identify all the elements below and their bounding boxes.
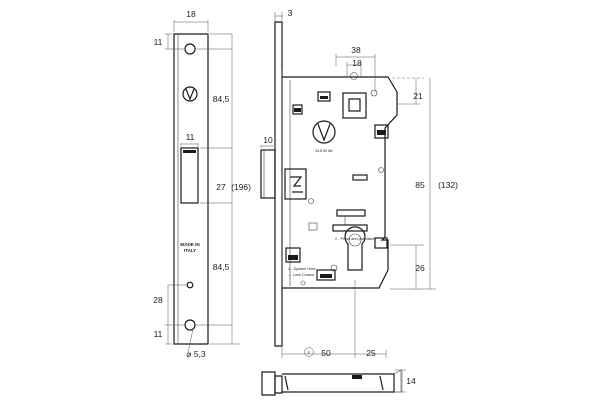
small-hole xyxy=(186,281,194,289)
hole-top-label: 11 xyxy=(154,37,163,47)
latch-opening xyxy=(180,147,199,204)
latch-bolt xyxy=(260,149,276,199)
lock-closed-text: → Lock Closed xyxy=(288,273,314,277)
spacing-label: 38 xyxy=(351,45,361,55)
total-label: (196) xyxy=(231,182,251,192)
small-spacing-label: 18 xyxy=(352,58,362,68)
backset-marker xyxy=(304,347,314,357)
body-logo xyxy=(312,120,336,144)
backset-label: 50 xyxy=(321,348,331,358)
body-dimensions: 3 38 18 21 85 (132) 26 10 E 50 25 xyxy=(260,8,458,358)
latch-projection-label: 10 xyxy=(263,135,273,145)
made-in-line-2: ITALY xyxy=(184,248,197,253)
square-follower xyxy=(342,92,367,119)
bottom-right-label: 26 xyxy=(415,263,425,273)
made-in-line-1: MADE IN xyxy=(180,242,200,247)
right-top-label: 21 xyxy=(413,91,423,101)
lock-body: 515 50 86 2 - Press and push latch 1 - S… xyxy=(260,21,398,347)
bolt-size-label: 14 xyxy=(406,376,416,386)
height-total-label: (132) xyxy=(438,180,458,190)
latch-text: latch xyxy=(367,237,375,241)
lower-hole-label: 28 xyxy=(153,295,163,305)
faceplate-dimensions: 18 11 84,5 27 (196) 84,5 11 28 11 ⌀ 5,3 xyxy=(153,9,251,359)
top-screw-hole xyxy=(184,43,196,55)
latch-width-label: 11 xyxy=(186,132,195,142)
faceplate: MADE IN ITALY xyxy=(173,33,209,345)
code-text: 515 50 86 xyxy=(316,149,333,153)
height-label: 85 xyxy=(415,180,425,190)
latch-height-label: 27 xyxy=(216,182,226,192)
system-text: 1 - System Here xyxy=(288,267,315,271)
hole-bottom-label: 11 xyxy=(154,329,163,339)
backset-prefix: E xyxy=(308,351,311,355)
faceplate-width-label: 18 xyxy=(186,9,196,19)
upper-label: 84,5 xyxy=(213,94,230,104)
brand-logo xyxy=(182,86,198,102)
top-thickness-label: 3 xyxy=(288,8,293,18)
bolt-side-view: 14 xyxy=(261,369,416,396)
lower-label: 84,5 xyxy=(213,262,230,272)
center-label: 25 xyxy=(366,348,376,358)
press-text: 2 - Press and push xyxy=(335,237,367,241)
hole-diameter-label: ⌀ 5,3 xyxy=(186,349,206,359)
bottom-screw-hole xyxy=(184,319,196,331)
cylinder-hole xyxy=(344,226,366,271)
